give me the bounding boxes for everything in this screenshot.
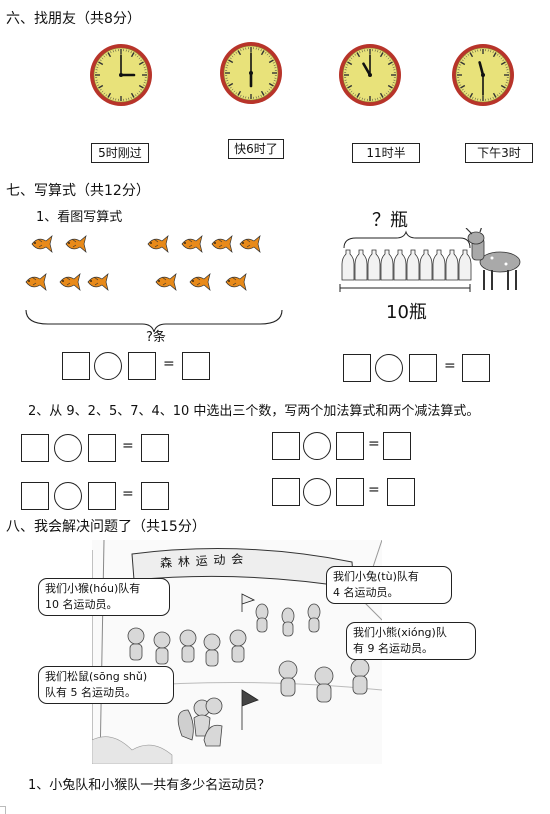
operator-circle[interactable] [94, 352, 122, 380]
q1-title: 1、看图写算式 [36, 210, 123, 225]
page-corner-mark [0, 806, 6, 807]
clock-icon [452, 44, 514, 106]
answer-box[interactable] [21, 482, 49, 510]
answer-box[interactable] [272, 432, 300, 460]
bubble-line: 我们小熊(xióng)队 [353, 626, 447, 639]
fish-picture [25, 235, 283, 333]
section8-q1: 1、小兔队和小猴队一共有多少名运动员？ [28, 778, 271, 793]
answer-box[interactable] [387, 478, 415, 506]
bubble-line: 4 名运动员。 [333, 586, 399, 599]
clock-icon [339, 44, 401, 106]
operator-circle[interactable] [375, 354, 403, 382]
answer-box[interactable] [336, 478, 364, 506]
time-label: 快6时了 [228, 139, 284, 159]
q2-title: 2、从 9、2、5、7、4、10 中选出三个数，写两个加法算式和两个减法算式。 [28, 404, 480, 419]
equals-sign: = [122, 486, 134, 502]
speech-bubble-monkey: 我们小猴(hóu)队有 10 名运动员。 [38, 578, 170, 616]
operator-circle[interactable] [303, 432, 331, 460]
equals-sign: = [163, 356, 175, 372]
time-label: 下午3时 [465, 143, 533, 163]
operator-circle[interactable] [54, 434, 82, 462]
brace-label: ?条 [146, 330, 166, 345]
time-label: 5时刚过 [91, 143, 149, 163]
equals-sign: = [368, 436, 380, 452]
bubble-line: 10 名运动员。 [45, 598, 118, 611]
answer-box[interactable] [88, 434, 116, 462]
bottle-total: 10瓶 [386, 302, 427, 323]
bubble-line: 我们小猴(hóu)队有 [45, 582, 141, 595]
section8-title: 八、我会解决问题了（共15分） [6, 519, 206, 535]
section7-title: 七、写算式（共12分） [6, 183, 150, 199]
speech-bubble-bear: 我们小熊(xióng)队 有 9 名运动员。 [346, 622, 476, 660]
bubble-line: 我们小兔(tù)队有 [333, 570, 419, 583]
bottle-question: ？瓶 [372, 210, 408, 231]
equals-sign: = [368, 482, 380, 498]
time-label: 11时半 [352, 143, 420, 163]
section6-title: 六、找朋友（共8分） [6, 11, 141, 27]
answer-box[interactable] [383, 432, 411, 460]
answer-box[interactable] [272, 478, 300, 506]
answer-box[interactable] [141, 482, 169, 510]
clock-icon [90, 44, 152, 106]
answer-box[interactable] [141, 434, 169, 462]
bottles-picture [339, 228, 521, 292]
answer-box[interactable] [128, 352, 156, 380]
clock-icon [220, 42, 282, 104]
operator-circle[interactable] [54, 482, 82, 510]
answer-box[interactable] [343, 354, 371, 382]
bubble-line: 有 9 名运动员。 [353, 642, 433, 655]
answer-box[interactable] [88, 482, 116, 510]
answer-box[interactable] [462, 354, 490, 382]
operator-circle[interactable] [303, 478, 331, 506]
bubble-line: 队有 5 名运动员。 [45, 686, 136, 699]
answer-box[interactable] [62, 352, 90, 380]
equals-sign: = [122, 438, 134, 454]
bubble-line: 我们松鼠(sōng shǔ) [45, 670, 148, 683]
answer-box[interactable] [182, 352, 210, 380]
page-corner-mark [5, 806, 6, 814]
answer-box[interactable] [409, 354, 437, 382]
speech-bubble-squirrel: 我们松鼠(sōng shǔ) 队有 5 名运动员。 [38, 666, 174, 704]
answer-box[interactable] [336, 432, 364, 460]
speech-bubble-rabbit: 我们小兔(tù)队有 4 名运动员。 [326, 566, 452, 604]
answer-box[interactable] [21, 434, 49, 462]
sports-meet-illustration [92, 540, 382, 764]
equals-sign: = [444, 358, 456, 374]
